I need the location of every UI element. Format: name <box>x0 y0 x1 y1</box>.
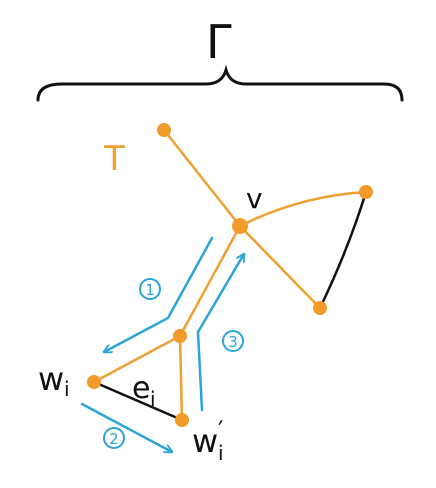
tree-edges <box>92 128 368 422</box>
edge-v-bottom <box>238 224 322 310</box>
edge-right-bottom <box>318 190 368 310</box>
step-badge-3-label: 3 <box>228 333 238 351</box>
e-i-main: e <box>132 371 150 406</box>
arrow-step-2 <box>80 402 172 452</box>
walk-arrows <box>80 236 244 452</box>
non-tree-edges <box>92 190 368 422</box>
edge-e-i <box>92 380 184 422</box>
e-i-subscript: i <box>150 387 156 411</box>
edge-v-mid <box>178 224 242 338</box>
arrow-step-1 <box>104 236 214 352</box>
node-top <box>157 123 171 137</box>
w-i-main: w <box>38 360 64 398</box>
root-label: v <box>246 182 263 215</box>
step-badge-3: 3 <box>222 330 244 352</box>
node-w-i <box>87 375 101 389</box>
nodes <box>87 123 373 427</box>
step-badge-2: 2 <box>103 427 125 449</box>
edge-v-right <box>238 190 368 228</box>
step-badge-2-ring <box>103 427 125 449</box>
edge-mid-wi <box>92 334 182 384</box>
step-badge-3-ring <box>222 330 244 352</box>
node-right <box>359 185 373 199</box>
tree-label: T <box>103 139 125 179</box>
w-i-prime-subscript: i <box>218 441 224 465</box>
w-i-prime-main: w <box>192 422 218 460</box>
gamma-label: Γ <box>206 15 232 69</box>
step-badge-1: 1 <box>139 278 161 300</box>
w-i-subscript: i <box>64 377 70 401</box>
node-mid <box>173 329 187 343</box>
step-badge-2-label: 2 <box>109 430 119 448</box>
step-badge-1-ring <box>139 278 161 300</box>
curly-brace <box>36 64 404 102</box>
w-i-label: w i <box>38 360 70 401</box>
node-v <box>232 218 248 234</box>
w-i-prime-mark: ′ <box>218 416 223 444</box>
node-w-i-prime <box>175 413 189 427</box>
node-bottom-right <box>313 301 327 315</box>
e-i-label: e i <box>132 371 156 411</box>
edge-v-top <box>162 128 242 228</box>
arrow-step-3 <box>196 254 244 412</box>
edge-mid-wiprime <box>178 334 184 422</box>
step-badges: 1 2 3 <box>103 278 244 449</box>
w-i-prime-label: w ′ i <box>192 416 224 465</box>
step-badge-1-label: 1 <box>145 281 155 299</box>
